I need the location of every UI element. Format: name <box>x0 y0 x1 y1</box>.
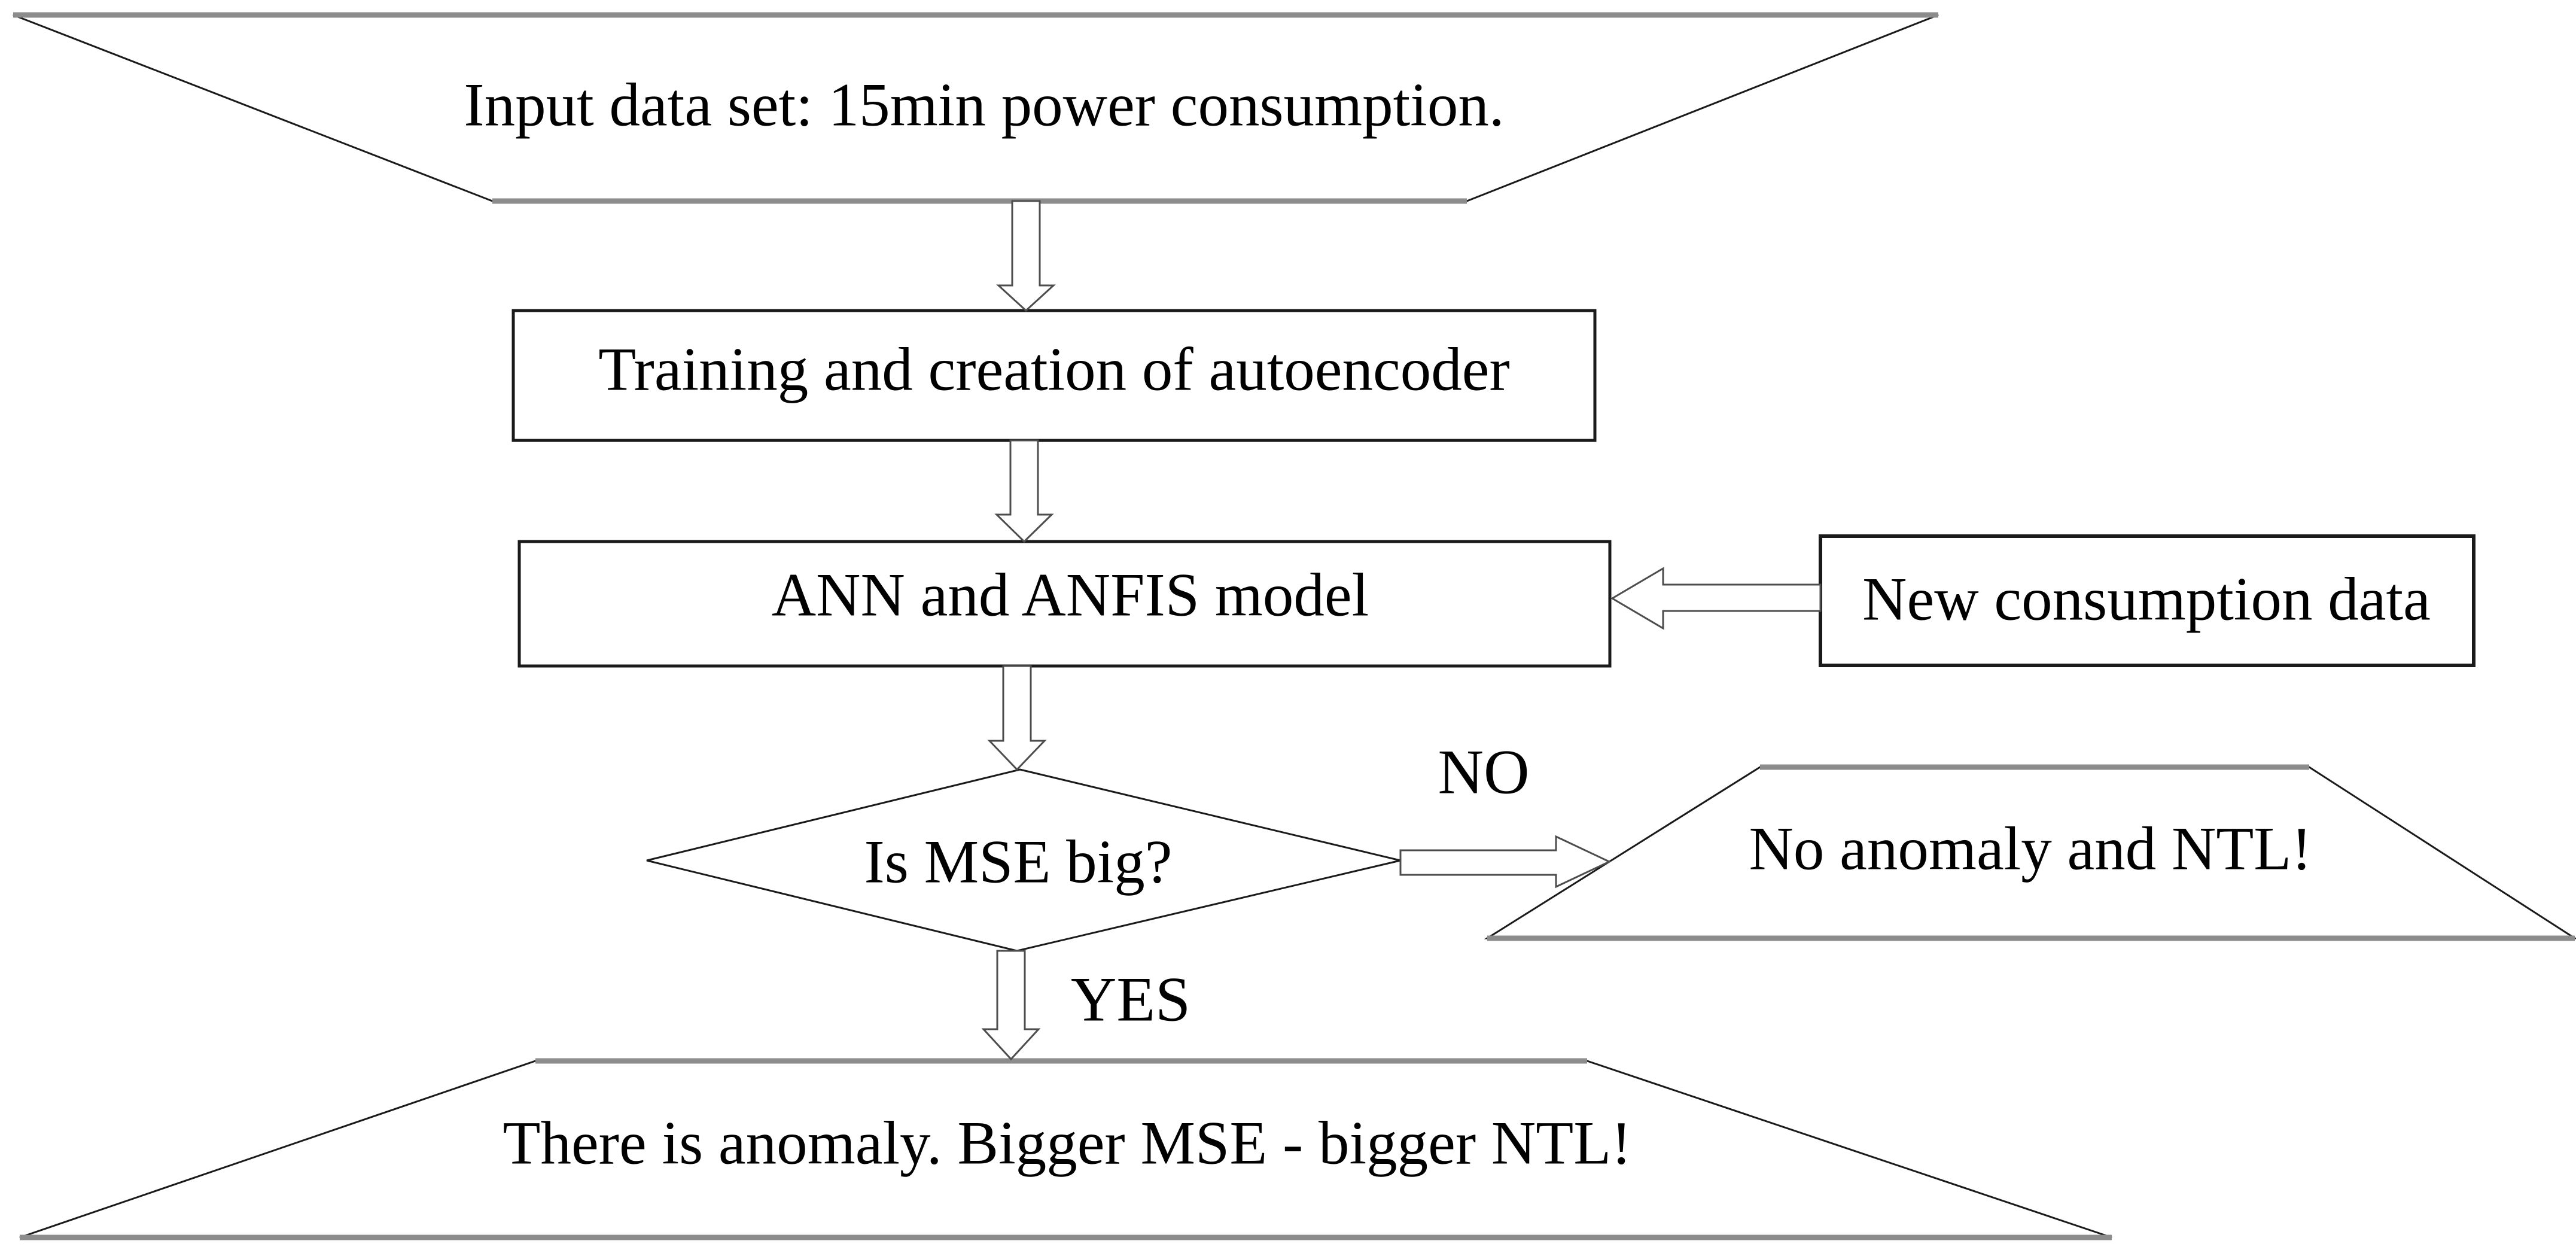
arrow-down-decision-to-anomaly-icon <box>981 950 1041 1061</box>
arrow-right-decision-to-no-anomaly-icon <box>1399 835 1612 889</box>
node-no-anomaly-result-shape <box>1484 764 2576 941</box>
node-ann-anfis-model-label: ANN and ANFIS model <box>771 561 1369 629</box>
node-training-autoencoder-label: Training and creation of autoencoder <box>598 335 1510 404</box>
node-ann-anfis-model-shape <box>517 540 1612 668</box>
node-anomaly-result-label: There is anomaly. Bigger MSE - bigger NT… <box>503 1109 1632 1178</box>
node-new-consumption-data-shape <box>1819 534 2475 667</box>
arrow-down-model-to-decision-icon <box>987 665 1047 771</box>
arrow-down-training-to-model-icon <box>994 439 1054 543</box>
branch-yes-label: YES <box>1070 964 1191 1035</box>
arrow-down-input-to-training-icon <box>996 200 1056 312</box>
node-new-consumption-data-label: New consumption data <box>1862 565 2431 634</box>
node-input-dataset-label: Input data set: 15min power consumption. <box>464 71 1505 139</box>
node-mse-decision-label: Is MSE big? <box>864 828 1173 896</box>
node-no-anomaly-result-label: No anomaly and NTL! <box>1749 814 2312 883</box>
arrow-left-newdata-to-model-icon <box>1610 567 1822 630</box>
branch-no-label: NO <box>1438 737 1530 807</box>
node-anomaly-result-shape <box>19 1058 2112 1240</box>
node-training-autoencoder-shape <box>511 309 1597 442</box>
node-input-dataset-shape <box>13 12 1939 204</box>
